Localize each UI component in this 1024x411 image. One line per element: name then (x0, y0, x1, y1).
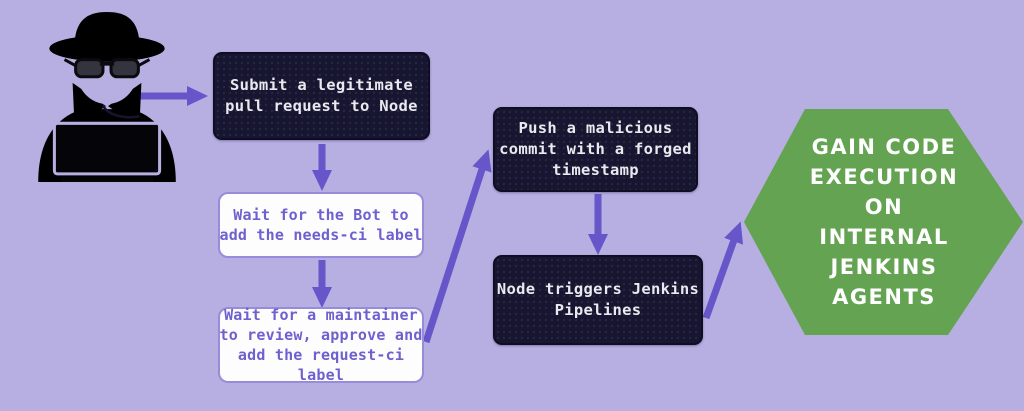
node-text-line: Node triggers Jenkins (496, 280, 700, 298)
goal-text-line: JENKINS (830, 255, 938, 279)
node-submit-pull-request: Submit a legitimate pull request to Node (213, 52, 430, 140)
node-text-line: add the request-ci (237, 346, 405, 364)
node-text-line: Wait for a maintainer (224, 306, 418, 324)
node-push-malicious-commit: Push a malicious commit with a forged ti… (493, 107, 698, 192)
laptop-base (60, 176, 154, 182)
hat-crown (74, 12, 140, 55)
goal-text-line: EXECUTION (809, 165, 959, 189)
node-text-line: pull request to Node (225, 97, 418, 115)
node-text-line: to review, approve and (219, 326, 423, 344)
node-wait-bot-needs-ci: Wait for the Bot to add the needs-ci lab… (218, 192, 424, 258)
goal-text-line: GAIN CODE (811, 135, 957, 159)
node-wait-maintainer-request-ci: Wait for a maintainer to review, approve… (218, 306, 424, 384)
collar-left (72, 82, 106, 128)
laptop-screen (52, 121, 162, 176)
hacker-spy-with-laptop-icon (38, 12, 176, 182)
node-text-line: add the needs-ci label (219, 226, 423, 244)
arrow-triggers-to-goal (702, 221, 744, 320)
node-text-line: timestamp (552, 161, 639, 179)
node-text-line: Submit a legitimate (229, 76, 413, 94)
node-text-line: Pipelines (554, 301, 642, 319)
node-jenkins-pipelines-triggered: Node triggers Jenkins Pipelines (493, 255, 703, 345)
node-text-line: commit with a forged (499, 140, 692, 158)
node-text-line: Wait for the Bot to (233, 206, 409, 224)
headset-cable (101, 104, 140, 119)
node-text-line: Push a malicious (518, 119, 673, 137)
goal-text-line: ON (864, 195, 904, 219)
arrow-maintainer-to-push (422, 149, 492, 344)
goal-hexagon-label: GAIN CODE EXECUTION ON INTERNAL JENKINS … (764, 124, 1004, 320)
sunglasses-icon (63, 58, 151, 79)
goal-text-line: INTERNAL (819, 225, 949, 249)
goal-text-line: AGENTS (832, 285, 936, 309)
node-text-line: label (297, 366, 345, 384)
